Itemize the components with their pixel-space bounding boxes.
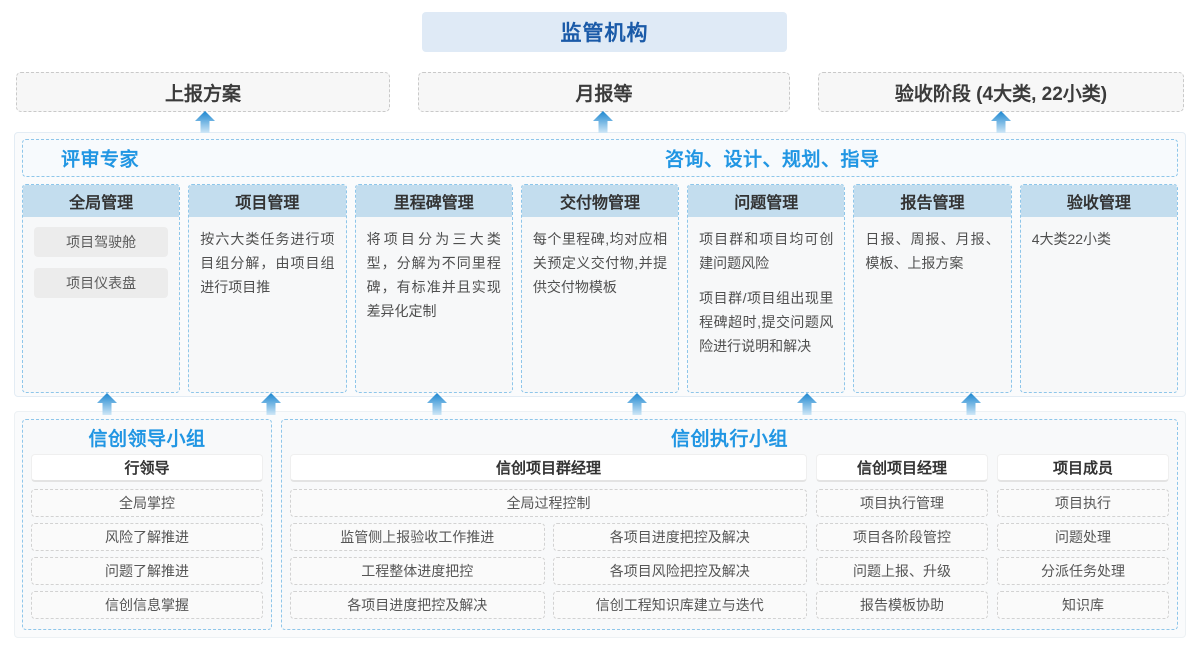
task-item[interactable]: 知识库 xyxy=(997,591,1169,619)
program-manager-task-grid: 监管侧上报验收工作推进 工程整体进度把控 各项目进度把控及解决 各项目进度把控及… xyxy=(290,523,807,619)
task-item[interactable]: 工程整体进度把控 xyxy=(290,557,545,585)
task-item[interactable]: 项目各阶段管控 xyxy=(816,523,988,551)
column-description: 4大类22小类 xyxy=(1031,231,1112,247)
role-card-program-manager[interactable]: 信创项目群经理 xyxy=(290,454,807,482)
management-column-acceptance[interactable]: 验收管理 4大类22小类 xyxy=(1019,184,1178,393)
arrow-up-icon xyxy=(194,110,216,134)
group-title: 信创领导小组 xyxy=(88,429,206,450)
column-description: 项目群和项目均可创建问题风险 xyxy=(699,231,834,272)
team-group-leadership: 信创领导小组 行领导 全局掌控 风险了解推进 问题了解推进 信创信息掌握 xyxy=(22,419,272,630)
management-panel: 评审专家 咨询、设计、规划、指导 全局管理 项目驾驶舱 项目仪表盘 项目管理 按… xyxy=(14,132,1186,397)
arrow-up-icon xyxy=(990,110,1012,134)
task-item[interactable]: 问题上报、升级 xyxy=(816,557,988,585)
column-title: 报告管理 xyxy=(854,185,1011,217)
column-description: 将项目分为三大类型，分解为不同里程碑，有标准并且实现差异化定制 xyxy=(366,231,501,320)
column-title: 项目管理 xyxy=(189,185,346,217)
role-label-consulting: 咨询、设计、规划、指导 xyxy=(665,149,880,171)
report-row: 上报方案 月报等 验收阶段 (4大类, 22小类) xyxy=(16,72,1184,112)
column-title: 全局管理 xyxy=(23,185,180,217)
column-body: 日报、周报、月报、模板、上报方案 xyxy=(854,217,1010,392)
role-label-review-expert: 评审专家 xyxy=(61,149,140,171)
management-column-deliverable[interactable]: 交付物管理 每个里程碑,均对应相关预定义交付物,并提供交付物模板 xyxy=(520,184,680,393)
task-item[interactable]: 各项目风险把控及解决 xyxy=(552,557,807,585)
task-item[interactable]: 问题了解推进 xyxy=(31,557,263,585)
management-column-global[interactable]: 全局管理 项目驾驶舱 项目仪表盘 xyxy=(22,184,181,393)
report-label: 验收阶段 (4大类, 22小类) xyxy=(894,83,1108,105)
management-columns: 全局管理 项目驾驶舱 项目仪表盘 项目管理 按六大类任务进行项目组分解，由项目组… xyxy=(22,184,1178,393)
management-column-project[interactable]: 项目管理 按六大类任务进行项目组分解，由项目组进行项目推 xyxy=(188,184,347,393)
report-label: 月报等 xyxy=(575,83,633,105)
task-item[interactable]: 全局过程控制 xyxy=(290,489,807,517)
management-column-milestone[interactable]: 里程碑管理 将项目分为三大类型，分解为不同里程碑，有标准并且实现差异化定制 xyxy=(354,184,513,393)
management-roles-bar: 评审专家 咨询、设计、规划、指导 xyxy=(22,139,1178,177)
execution-columns: 信创项目群经理 全局过程控制 监管侧上报验收工作推进 工程整体进度把控 各项目进… xyxy=(290,454,1169,621)
column-title: 问题管理 xyxy=(688,185,845,217)
regulator-label: 监管机构 xyxy=(560,22,649,45)
execution-project-member: 项目成员 项目执行 问题处理 分派任务处理 知识库 xyxy=(997,454,1169,621)
teams-panel: 信创领导小组 行领导 全局掌控 风险了解推进 问题了解推进 信创信息掌握 信创执… xyxy=(14,411,1186,638)
task-item[interactable]: 信创信息掌握 xyxy=(31,591,263,619)
report-box-plan[interactable]: 上报方案 xyxy=(16,72,390,112)
column-description: 每个里程碑,均对应相关预定义交付物,并提供交付物模板 xyxy=(532,231,668,296)
arrow-up-icon xyxy=(796,392,818,416)
task-item[interactable]: 项目执行管理 xyxy=(816,489,988,517)
task-item[interactable]: 报告模板协助 xyxy=(816,591,988,619)
role-card-bank-leader[interactable]: 行领导 xyxy=(31,454,263,482)
team-group-execution: 信创执行小组 信创项目群经理 全局过程控制 监管侧上报验收工作推进 工程整体进度… xyxy=(281,419,1178,630)
column-body: 按六大类任务进行项目组分解，由项目组进行项目推 xyxy=(189,217,345,392)
group-title: 信创执行小组 xyxy=(670,429,788,450)
column-body: 将项目分为三大类型，分解为不同里程碑，有标准并且实现差异化定制 xyxy=(356,217,512,392)
arrow-up-icon xyxy=(626,392,648,416)
role-card-project-manager[interactable]: 信创项目经理 xyxy=(816,454,988,482)
task-item[interactable]: 信创工程知识库建立与迭代 xyxy=(552,591,807,619)
task-item[interactable]: 全局掌控 xyxy=(31,489,263,517)
task-item[interactable]: 问题处理 xyxy=(997,523,1169,551)
program-manager-task-column-left: 监管侧上报验收工作推进 工程整体进度把控 各项目进度把控及解决 xyxy=(290,523,545,619)
pill-item[interactable]: 项目仪表盘 xyxy=(34,268,169,298)
regulator-box: 监管机构 xyxy=(422,12,787,52)
column-title: 验收管理 xyxy=(1020,185,1177,217)
column-title: 里程碑管理 xyxy=(355,185,512,217)
report-box-monthly[interactable]: 月报等 xyxy=(418,72,790,112)
arrow-up-icon xyxy=(96,392,118,416)
task-item[interactable]: 风险了解推进 xyxy=(31,523,263,551)
column-body: 4大类22小类 xyxy=(1021,217,1177,392)
role-card-project-member[interactable]: 项目成员 xyxy=(997,454,1169,482)
column-body: 项目驾驶舱 项目仪表盘 xyxy=(23,217,179,392)
execution-program-manager: 信创项目群经理 全局过程控制 监管侧上报验收工作推进 工程整体进度把控 各项目进… xyxy=(290,454,807,621)
task-item[interactable]: 监管侧上报验收工作推进 xyxy=(290,523,545,551)
management-column-report[interactable]: 报告管理 日报、周报、月报、模板、上报方案 xyxy=(853,184,1012,393)
arrow-up-icon xyxy=(426,392,448,416)
task-item[interactable]: 各项目进度把控及解决 xyxy=(290,591,545,619)
report-box-acceptance[interactable]: 验收阶段 (4大类, 22小类) xyxy=(818,72,1184,112)
column-body: 每个里程碑,均对应相关预定义交付物,并提供交付物模板 xyxy=(522,217,678,392)
task-item[interactable]: 分派任务处理 xyxy=(997,557,1169,585)
column-description-secondary: 项目群/项目组出现里程碑超时,提交问题风险进行说明和解决 xyxy=(699,290,834,355)
arrow-up-icon xyxy=(260,392,282,416)
column-description: 按六大类任务进行项目组分解，由项目组进行项目推 xyxy=(200,231,335,296)
management-column-issue[interactable]: 问题管理 项目群和项目均可创建问题风险 项目群/项目组出现里程碑超时,提交问题风… xyxy=(687,184,846,393)
column-title: 交付物管理 xyxy=(521,185,679,217)
arrow-up-icon xyxy=(960,392,982,416)
column-body: 项目群和项目均可创建问题风险 项目群/项目组出现里程碑超时,提交问题风险进行说明… xyxy=(688,217,844,392)
pill-item[interactable]: 项目驾驶舱 xyxy=(34,227,169,257)
program-manager-task-column-right: 各项目进度把控及解决 各项目风险把控及解决 信创工程知识库建立与迭代 xyxy=(552,523,807,619)
task-item[interactable]: 各项目进度把控及解决 xyxy=(552,523,807,551)
task-item[interactable]: 项目执行 xyxy=(997,489,1169,517)
execution-project-manager: 信创项目经理 项目执行管理 项目各阶段管控 问题上报、升级 报告模板协助 xyxy=(816,454,988,621)
arrow-up-icon xyxy=(592,110,614,134)
column-description: 日报、周报、月报、模板、上报方案 xyxy=(865,231,1000,272)
report-label: 上报方案 xyxy=(164,83,241,105)
